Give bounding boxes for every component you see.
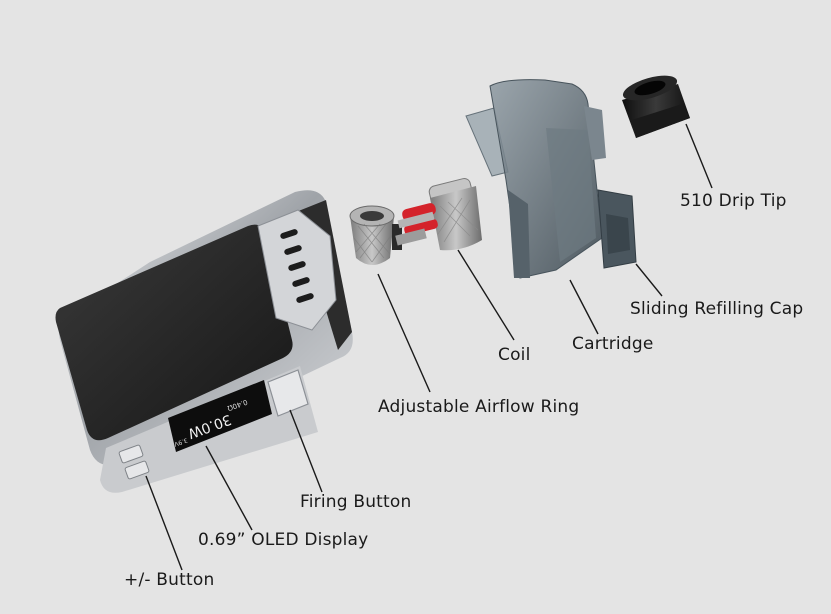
vent-slots [280,229,314,303]
grille-plate [257,209,337,331]
leader-plus-minus [145,475,183,571]
label-plus-minus-button: +/- Button [124,570,215,590]
leader-cartridge [569,279,599,335]
leader-sliding-cap [635,263,663,297]
label-firing-button: Firing Button [300,492,412,512]
label-sliding-refilling-cap: Sliding Refilling Cap [630,299,804,319]
coil [395,178,482,251]
minus-button[interactable] [124,460,150,480]
leader-oled-display [205,445,253,531]
label-adjustable-airflow-ring: Adjustable Airflow Ring [378,397,580,417]
label-drip-tip: 510 Drip Tip [680,191,787,211]
leader-coil [457,249,515,341]
plus-button[interactable] [118,444,144,464]
leader-drip-tip [685,123,713,189]
airflow-ring [349,205,402,265]
leader-airflow-ring [377,273,431,393]
oled-voltage-readout: 3.9V [172,436,188,448]
label-coil: Coil [498,345,531,365]
label-cartridge: Cartridge [572,334,654,354]
leader-firing-button [289,409,323,493]
leader-lines [145,123,713,571]
label-oled-display: 0.69” OLED Display [198,530,369,550]
oled-display: 30.0W 0.40Ω 3.9V [168,380,272,452]
mod-body: 30.0W 0.40Ω 3.9V [55,190,353,493]
cartridge [465,79,637,279]
firing-button[interactable] [267,369,309,417]
drip-tip [622,75,690,138]
